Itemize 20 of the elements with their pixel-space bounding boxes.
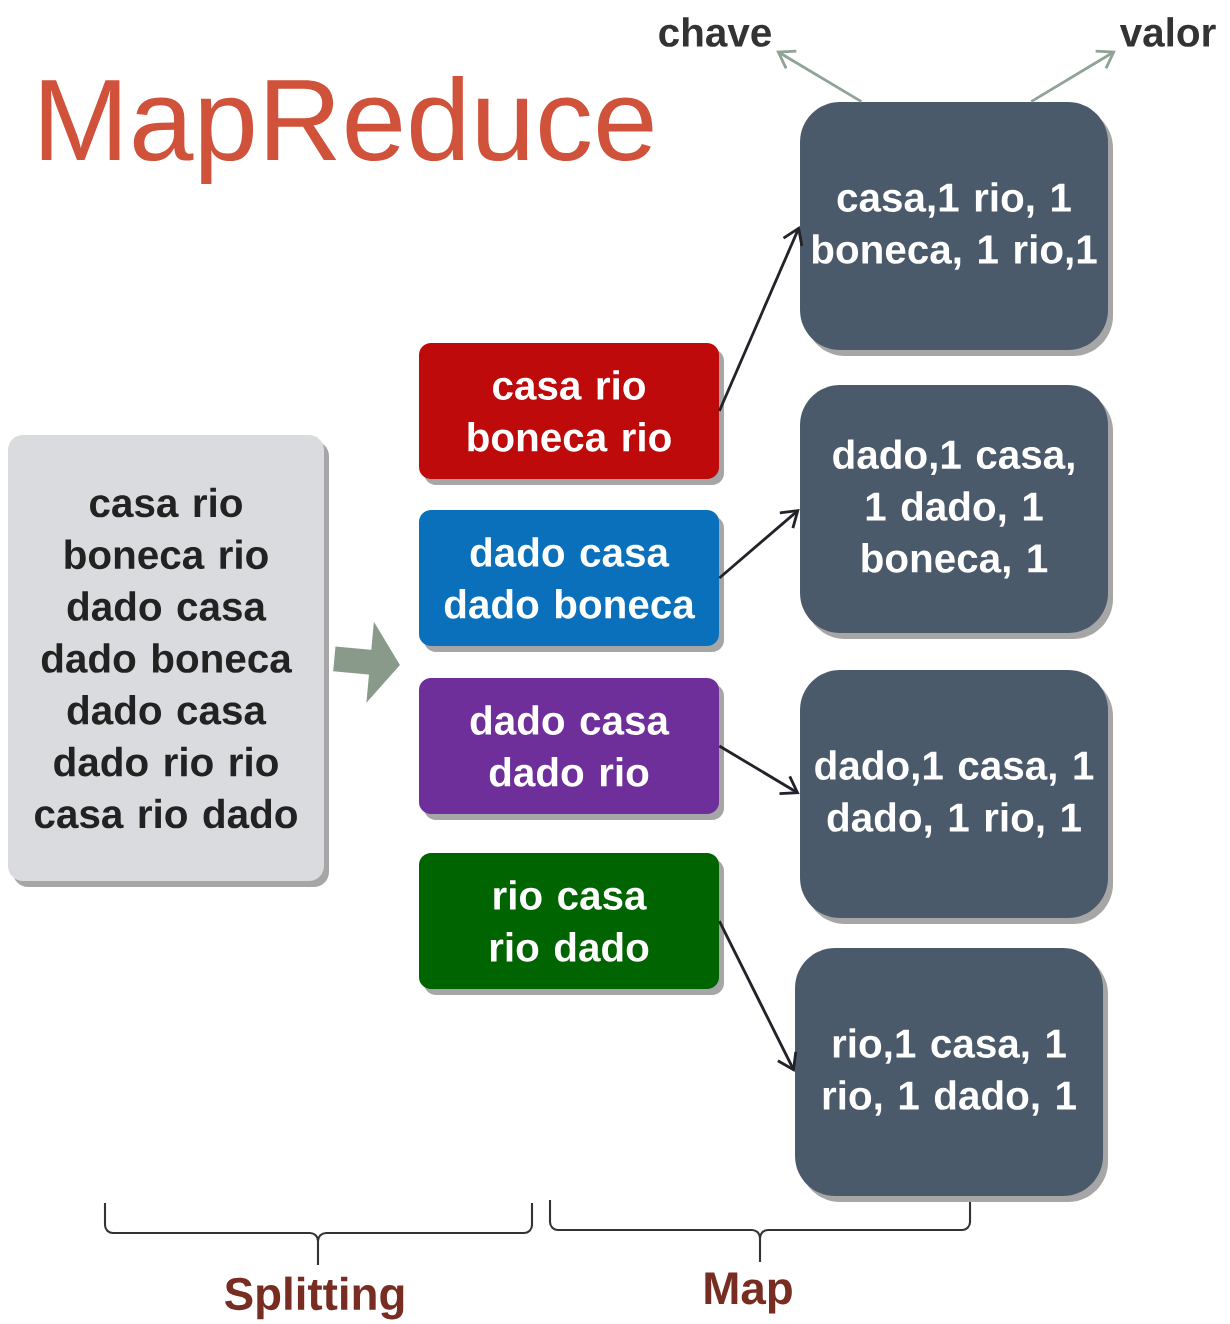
split-box: dado casa dado rio — [419, 678, 724, 820]
split-box: rio casa rio dado — [419, 853, 724, 995]
section-label: Splitting — [224, 1276, 404, 1320]
text-label: valor — [1119, 17, 1216, 47]
map-output-box: casa,1 rio, 1 boneca, 1 rio,1 — [800, 102, 1113, 356]
arrow — [718, 226, 804, 412]
split-box: dado casa dado boneca — [419, 510, 724, 652]
section-label: Map — [705, 1272, 792, 1314]
title: MapReduce — [41, 75, 653, 185]
text-label: chave — [659, 17, 771, 47]
arrow — [776, 49, 863, 103]
arrow — [718, 509, 800, 580]
map-output-box: dado,1 casa, 1 dado, 1 boneca, 1 — [800, 385, 1113, 639]
arrow — [1030, 49, 1116, 103]
arrow — [718, 744, 800, 795]
map-output-box: rio,1 casa, 1 rio, 1 dado, 1 — [795, 948, 1108, 1202]
map-output-box: dado,1 casa, 1 dado, 1 rio, 1 — [800, 670, 1113, 924]
arrow — [718, 920, 798, 1072]
input-box: casa rio boneca rio dado casa dado boneca dado casa dado rio rio casa rio dado — [8, 435, 329, 887]
split-box: casa rio boneca rio — [419, 343, 724, 485]
